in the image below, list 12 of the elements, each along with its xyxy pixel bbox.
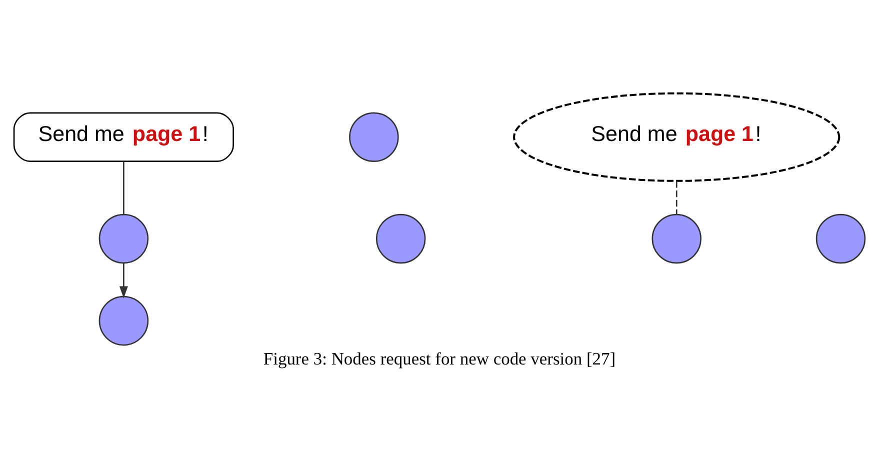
node-circle [652, 213, 702, 264]
node-box: Send me page 1! [13, 112, 234, 162]
node-circle [98, 295, 149, 346]
node-circle [98, 213, 149, 264]
node-circle [349, 112, 399, 162]
arrow [119, 262, 128, 298]
node-circle [816, 213, 866, 264]
caption: Figure 3: Nodes request for new code version [27] [263, 348, 616, 368]
node-circle [376, 213, 426, 264]
connector [123, 160, 124, 214]
connector [676, 180, 678, 214]
node-ellipse: Send me page 1! [513, 92, 840, 182]
